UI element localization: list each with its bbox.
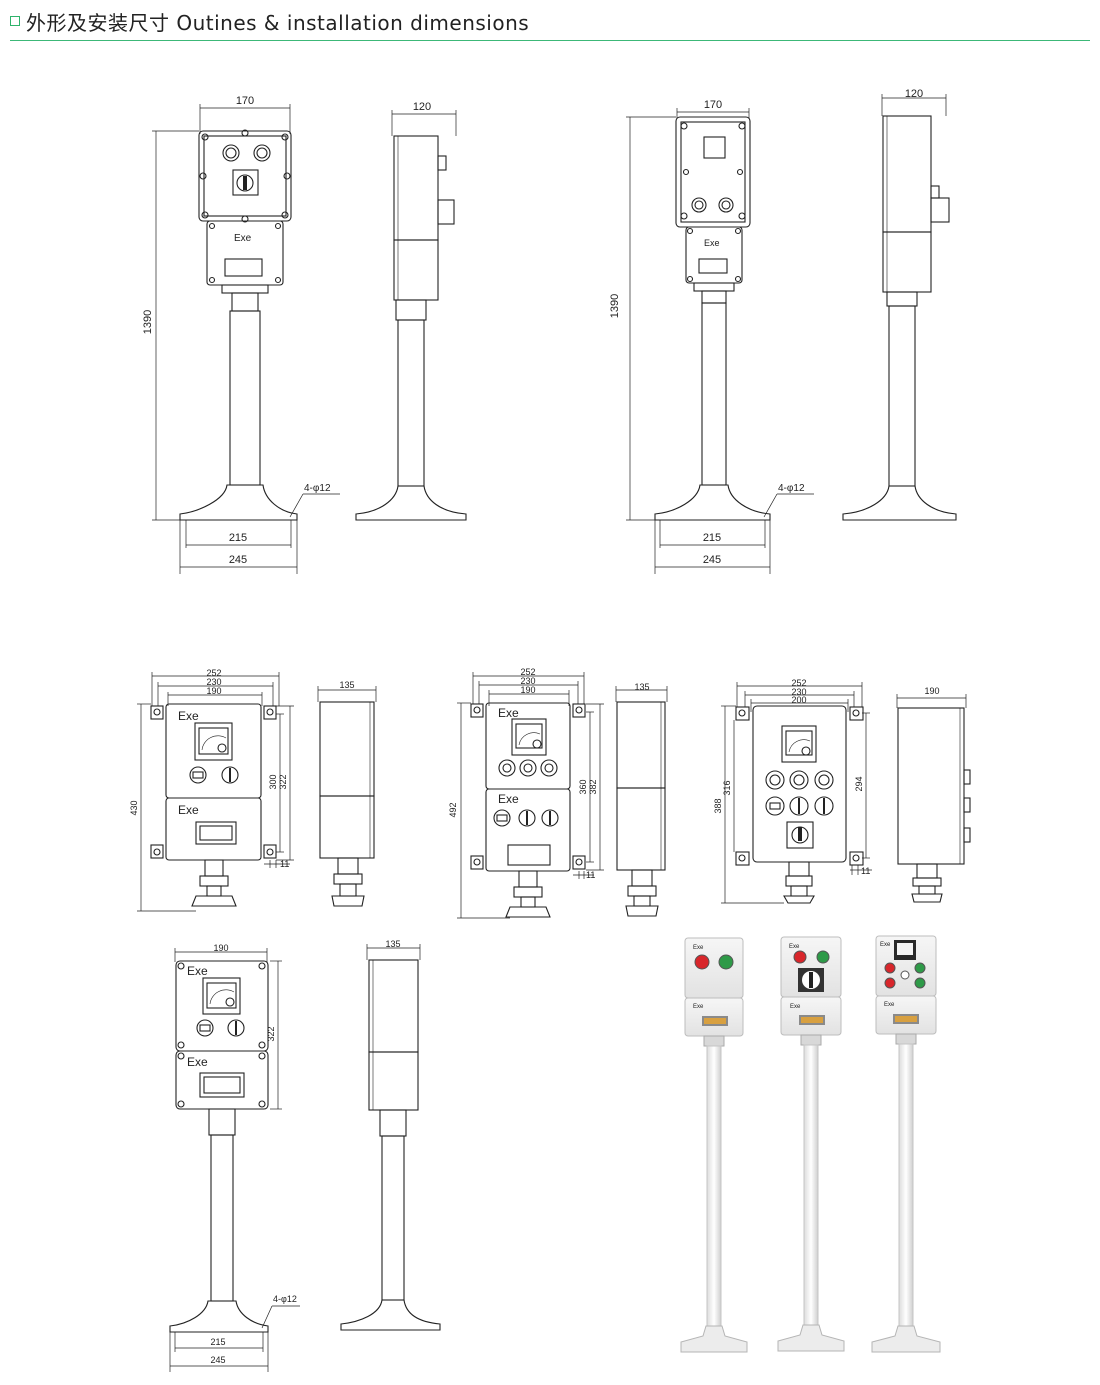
exe-label: Exe bbox=[234, 233, 252, 244]
dim-h-total: 492 bbox=[448, 802, 458, 817]
middle-a-side-view: 135 bbox=[317, 680, 377, 907]
dim-h-total: 430 bbox=[129, 800, 139, 815]
exe-label-top: Exe bbox=[187, 964, 208, 978]
exe-label: Exe bbox=[790, 1004, 801, 1010]
base-outer-label: 245 bbox=[229, 554, 247, 566]
dim-h1: 300 bbox=[268, 774, 278, 789]
exe-label: Exe bbox=[884, 1002, 895, 1008]
dim-h1: 360 bbox=[578, 779, 588, 794]
dim-width-label: 170 bbox=[236, 95, 254, 107]
dim-depth-label: 120 bbox=[905, 88, 923, 100]
base-outer-label: 245 bbox=[210, 1355, 225, 1365]
dim-foot: 11 bbox=[280, 859, 289, 869]
exe-label: Exe bbox=[704, 238, 720, 248]
dim-width-label: 190 bbox=[213, 943, 228, 953]
exe-label-top: Exe bbox=[178, 709, 199, 723]
product-photo-3: Exe Exe bbox=[871, 935, 941, 1353]
exe-label: Exe bbox=[789, 944, 800, 950]
product-photo-1: Exe Exe bbox=[680, 937, 748, 1353]
exe-label: Exe bbox=[880, 942, 891, 948]
dim-depth-label: 135 bbox=[339, 680, 354, 690]
exe-label: Exe bbox=[693, 1004, 704, 1010]
dim-depth-label: 120 bbox=[413, 101, 431, 113]
dim-foot: 11 bbox=[861, 866, 870, 876]
exe-label-bottom: Exe bbox=[187, 1055, 208, 1069]
middle-a-front-view: 252 230 190 Exe Exe 430 300 322 1 bbox=[129, 668, 294, 912]
dim-w3: 190 bbox=[206, 686, 221, 696]
dim-w1: 252 bbox=[520, 667, 535, 677]
dim-h-total: 388 bbox=[713, 798, 723, 813]
header-divider bbox=[10, 40, 1090, 41]
dim-depth-label: 135 bbox=[634, 682, 649, 692]
base-inner-label: 215 bbox=[703, 532, 721, 544]
holes-label: 4-φ12 bbox=[304, 483, 331, 494]
base-inner-label: 215 bbox=[229, 532, 247, 544]
dim-h2: 322 bbox=[278, 774, 288, 789]
dim-w3: 200 bbox=[791, 695, 806, 705]
middle-b-side-view: 135 bbox=[615, 682, 668, 917]
checkbox-square-icon bbox=[10, 16, 20, 26]
middle-c-front-view: 252 230 200 388 316 294 11 bbox=[713, 678, 872, 904]
holes-label: 4-φ12 bbox=[273, 1294, 297, 1304]
base-inner-label: 215 bbox=[210, 1337, 225, 1347]
dim-h2: 382 bbox=[588, 779, 598, 794]
dim-h1: 316 bbox=[722, 780, 732, 795]
upper-right-side-view: 120 bbox=[842, 88, 957, 521]
middle-c-side-view: 190 bbox=[896, 686, 971, 903]
dim-depth-label: 135 bbox=[385, 939, 400, 949]
dim-h2: 294 bbox=[854, 776, 864, 791]
lower-side-view: 135 bbox=[340, 939, 441, 1331]
upper-left-front-view: 170 Exe 1390 4-φ12 bbox=[142, 95, 340, 574]
exe-label-bottom: Exe bbox=[498, 792, 519, 806]
holes-label: 4-φ12 bbox=[778, 483, 805, 494]
dim-w2: 230 bbox=[520, 676, 535, 686]
dim-w1: 252 bbox=[791, 678, 806, 688]
dim-height-label: 1390 bbox=[609, 294, 621, 318]
dim-height-label: 322 bbox=[266, 1026, 276, 1041]
exe-label-top: Exe bbox=[498, 706, 519, 720]
section-title: 外形及安装尺寸 Outines & installation dimension… bbox=[26, 10, 530, 35]
dim-w3: 190 bbox=[520, 685, 535, 695]
base-outer-label: 245 bbox=[703, 554, 721, 566]
dim-depth-label: 190 bbox=[924, 686, 939, 696]
dim-w2: 230 bbox=[206, 677, 221, 687]
middle-b-front-view: 252 230 190 Exe Exe 492 360 382 bbox=[448, 667, 604, 919]
section-header: 外形及安装尺寸 Outines & installation dimension… bbox=[10, 6, 529, 36]
upper-left-side-view: 120 bbox=[355, 101, 467, 521]
dim-width-label: 170 bbox=[704, 99, 722, 111]
exe-label: Exe bbox=[693, 945, 704, 951]
dim-foot: 11 bbox=[586, 870, 595, 880]
product-photo-2: Exe Exe bbox=[777, 936, 845, 1352]
exe-label-bottom: Exe bbox=[178, 803, 199, 817]
dim-height-label: 1390 bbox=[142, 310, 154, 334]
lower-front-view: 190 Exe Exe 322 4-φ12 215 245 bbox=[169, 943, 300, 1372]
dim-w2: 230 bbox=[791, 687, 806, 697]
upper-right-front-view: 170 Exe 1390 4-φ12 215 245 bbox=[609, 99, 814, 574]
dim-w1: 252 bbox=[206, 668, 221, 678]
